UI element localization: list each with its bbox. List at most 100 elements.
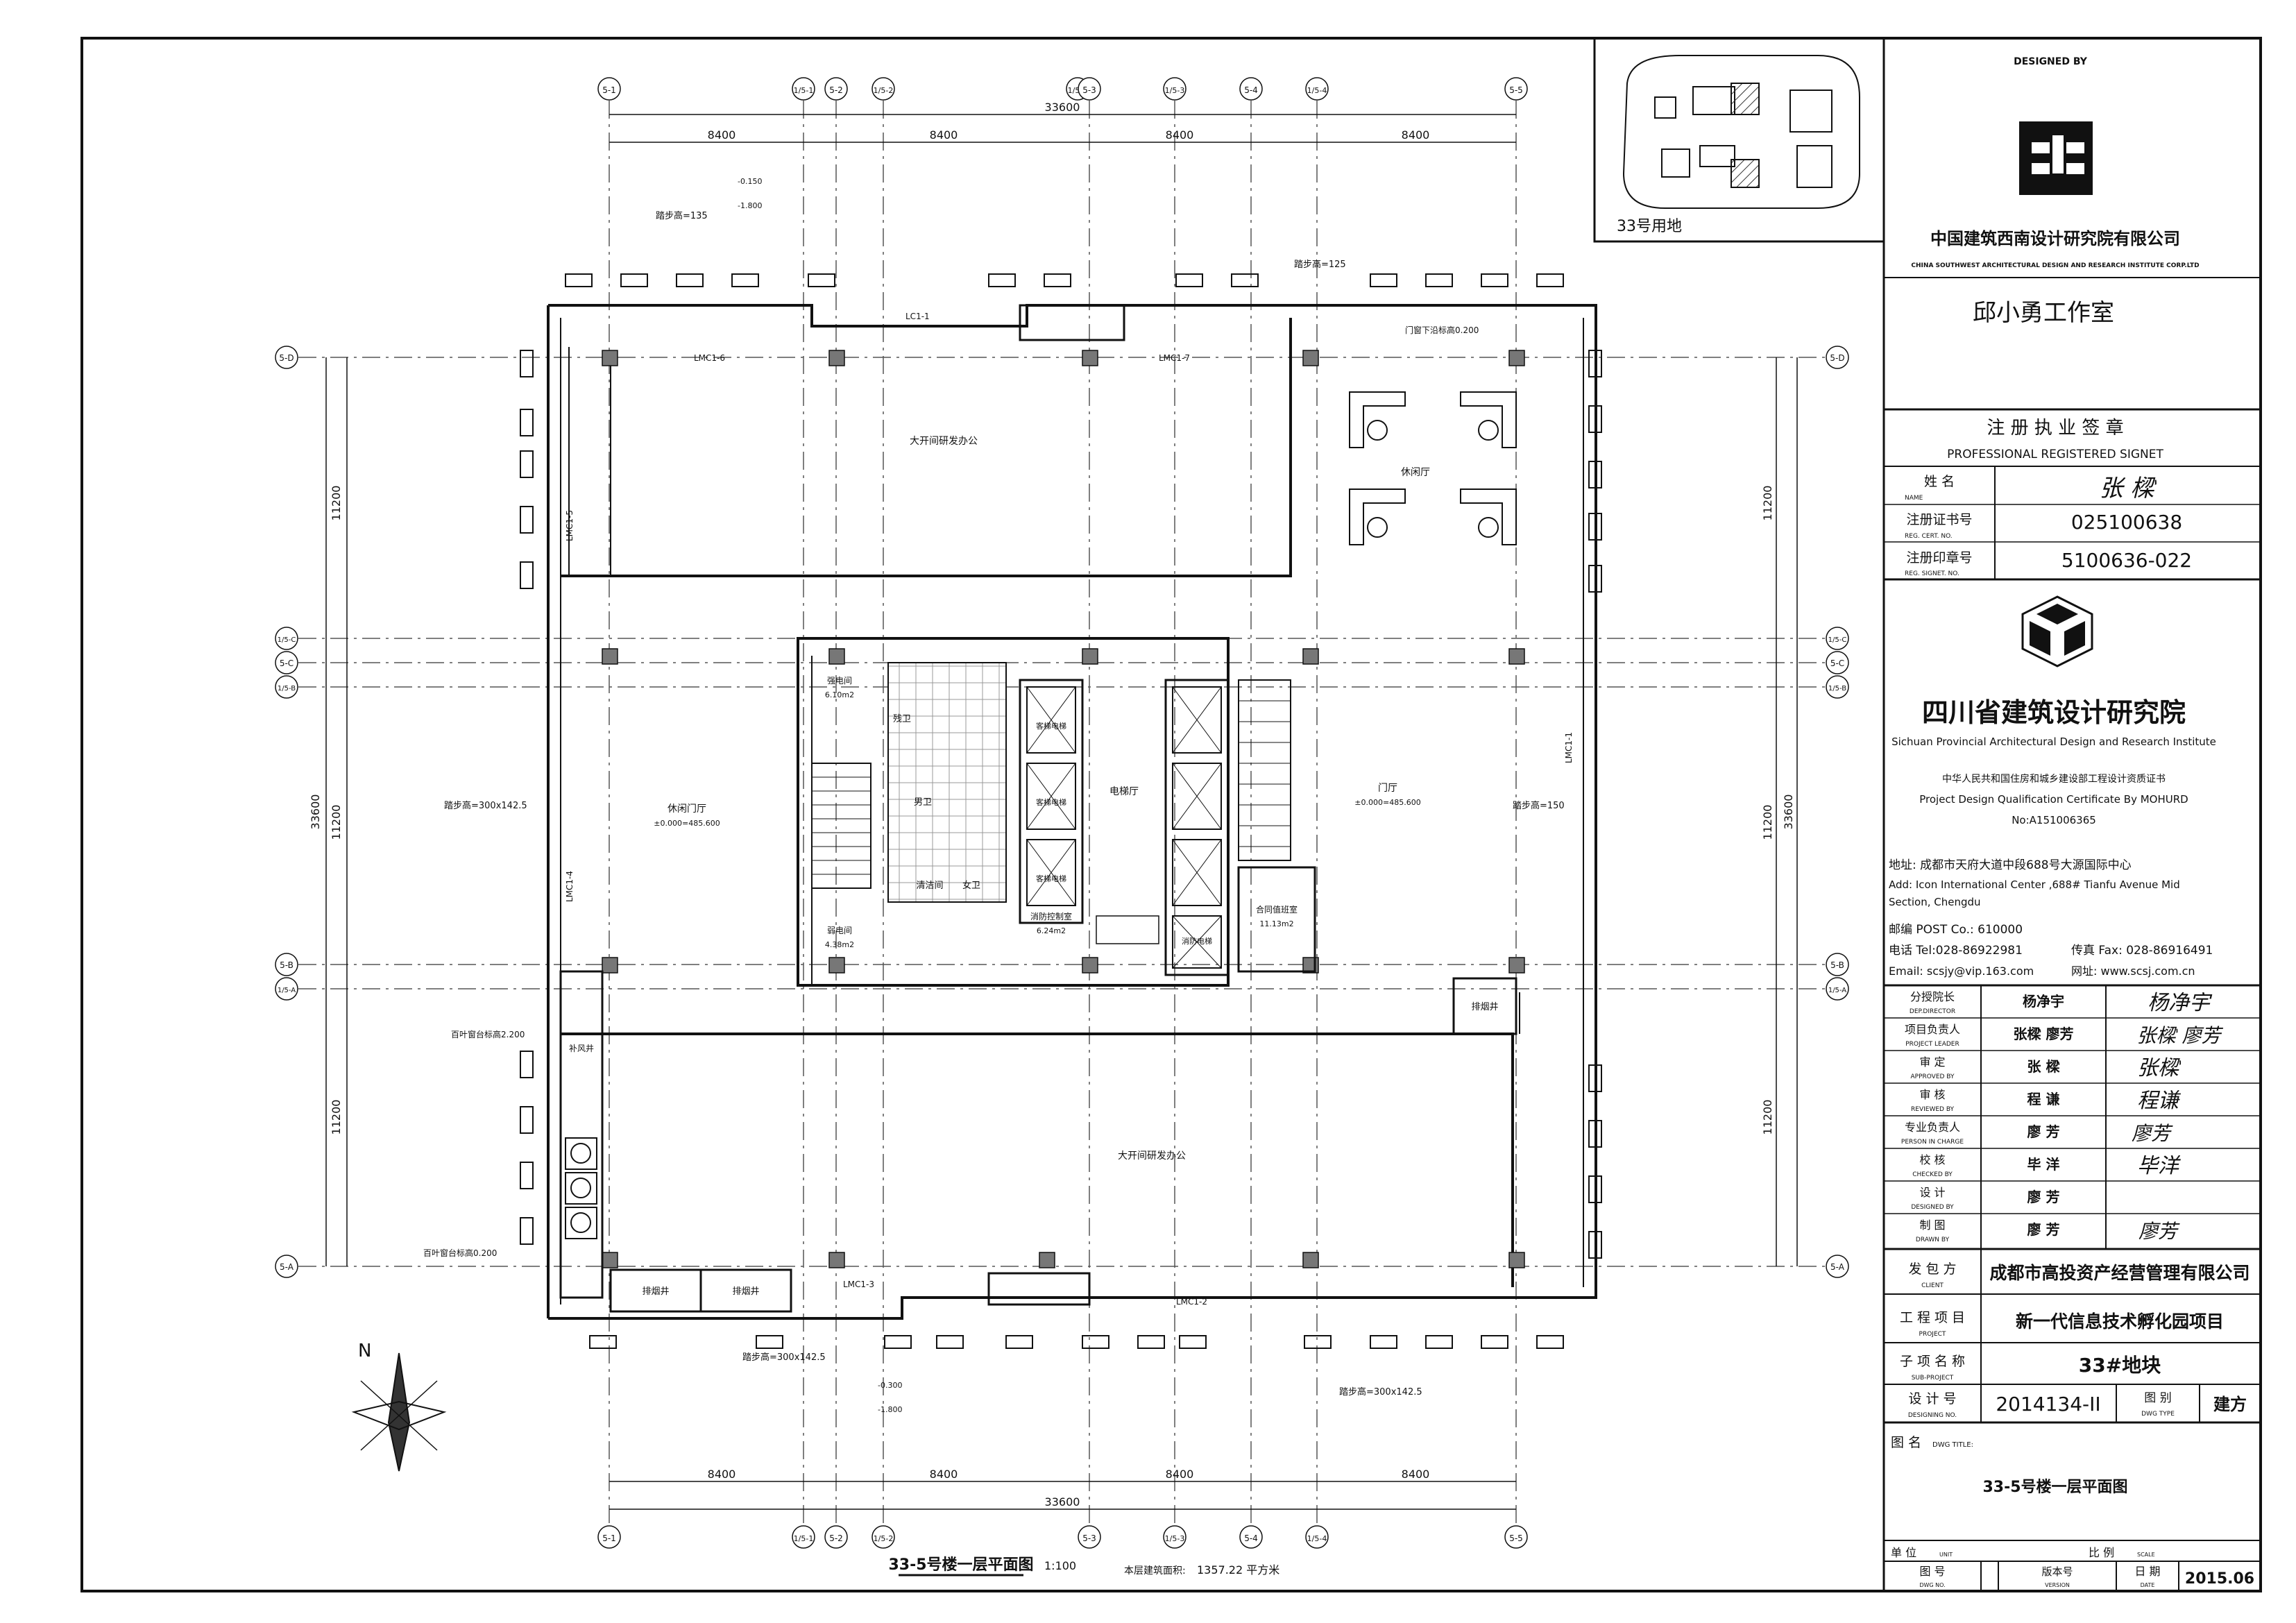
title-block: DESIGNED BY 中国建筑西南设计研究院有限公司 CHINA SOUTHW… bbox=[1884, 56, 2261, 1591]
room-cleaning: 清洁间 bbox=[916, 881, 943, 891]
dimensions-bottom: 8400 8400 8400 8400 33600 bbox=[609, 1468, 1516, 1510]
staff-role-en: DRAWN BY bbox=[1916, 1237, 1950, 1243]
subproject-label-en: SUB-PROJECT bbox=[1912, 1375, 1954, 1382]
grid-tag: 1/5-B bbox=[1828, 685, 1846, 692]
staff-name: 廖 芳 bbox=[2027, 1123, 2060, 1140]
level-tag: -0.300 bbox=[878, 1381, 902, 1390]
seal-label-en: REG. SIGNET. NO. bbox=[1905, 570, 1959, 577]
dim-side-overall: 33600 bbox=[1782, 794, 1795, 830]
reception-desk bbox=[1096, 915, 1159, 944]
room-lift: 客梯电梯 bbox=[1036, 797, 1066, 807]
note: 百叶窗台标高0.200 bbox=[423, 1248, 497, 1258]
dim-bay: 8400 bbox=[708, 128, 736, 142]
dwg-type-label-en: DWG TYPE bbox=[2141, 1411, 2175, 1418]
step-tag: 踏步高=125 bbox=[1294, 259, 1346, 270]
grid-tag: 5-B bbox=[280, 960, 294, 970]
plan-title: 33-5号楼一层平面图 1:100 本层建筑面积: 1357.22 平方米 bbox=[888, 1556, 1279, 1577]
grid-tag: 5-5 bbox=[1509, 1533, 1523, 1543]
window-tag: LC1-1 bbox=[905, 312, 930, 321]
staff-signature: 张樑 廖芳 bbox=[2137, 1024, 2224, 1047]
plan-title-text: 33-5号楼一层平面图 bbox=[888, 1556, 1033, 1574]
grid-tag: 1/5-4 bbox=[1307, 86, 1327, 95]
staff-table: 分授院长 DEP.DIRECTOR 杨净宇 杨净宇 项目负责人 PROJECT … bbox=[1884, 985, 2261, 1250]
firm-name-cn: 中国建筑西南设计研究院有限公司 bbox=[1930, 229, 2180, 248]
room-reception: 合同值班室 bbox=[1256, 904, 1298, 915]
unit-label-en: UNIT bbox=[1939, 1552, 1953, 1558]
signet-title-en: PROFESSIONAL REGISTERED SIGNET bbox=[1947, 448, 2163, 461]
dim-side-bay: 11200 bbox=[1761, 805, 1774, 840]
version-label-en: VERSION bbox=[2045, 1582, 2070, 1588]
grid-tag: 5-A bbox=[280, 1262, 294, 1272]
area-tag: 6.24m2 bbox=[1037, 926, 1066, 935]
grid-tag: 1/5-2 bbox=[874, 86, 894, 95]
stair-east bbox=[1238, 679, 1291, 861]
door-tag: LMC1-2 bbox=[1176, 1297, 1207, 1307]
staff-name: 廖 芳 bbox=[2027, 1221, 2060, 1238]
stair-west bbox=[811, 763, 871, 889]
dim-overall-top: 33600 bbox=[1045, 101, 1080, 114]
area-label: 本层建筑面积: bbox=[1124, 1565, 1186, 1577]
door-tag: LMC1-4 bbox=[565, 871, 575, 902]
staff-role: 项目负责人 bbox=[1905, 1023, 1960, 1036]
signet-title-cn: 注 册 执 业 签 章 bbox=[1987, 418, 2123, 439]
grid-tag: 5-D bbox=[279, 353, 294, 363]
door-tag: LMC1-5 bbox=[565, 510, 575, 541]
client-label-en: CLIENT bbox=[1921, 1282, 1944, 1289]
staff-signature: 程谦 bbox=[2137, 1089, 2182, 1113]
grid-tag: 5-5 bbox=[1509, 85, 1523, 95]
staff-role: 审 定 bbox=[1919, 1055, 1945, 1069]
note: 百叶窗台标高2.200 bbox=[451, 1029, 525, 1039]
address-en-2: Section, Chengdu bbox=[1889, 896, 1981, 908]
key-plan-caption: 33号用地 bbox=[1617, 218, 1682, 235]
grid-tag: 1/5-3 bbox=[1165, 86, 1185, 95]
room-open-office-south: 大开间研发办公 bbox=[1118, 1150, 1186, 1162]
title-block-border bbox=[1882, 37, 2262, 1592]
level-tag: -1.800 bbox=[738, 201, 762, 210]
dwg-title-label: 图 名 bbox=[1891, 1435, 1921, 1450]
dim-bay: 8400 bbox=[930, 1468, 958, 1481]
area-tag: 6.10m2 bbox=[825, 690, 854, 699]
staff-signature: 廖芳 bbox=[2138, 1220, 2180, 1243]
dimensions-top: 33600 8400 8400 8400 8400 bbox=[609, 101, 1516, 143]
signature-name: 张 樑 bbox=[2100, 475, 2157, 502]
staff-name: 杨净宇 bbox=[2023, 993, 2064, 1010]
elevation-tag: ±0.000=485.600 bbox=[1354, 798, 1420, 807]
scale-label-en: SCALE bbox=[2137, 1552, 2155, 1558]
room-air-supply: 补风井 bbox=[569, 1044, 594, 1053]
door-tag: LMC1-1 bbox=[1564, 732, 1574, 763]
room-weak: 弱电间 bbox=[827, 926, 852, 935]
name-label: 姓 名 bbox=[1924, 474, 1955, 489]
lounge-furniture bbox=[1349, 391, 1517, 545]
room-fire-control: 消防控制室 bbox=[1030, 911, 1072, 921]
scale-label: 比 例 bbox=[2089, 1546, 2114, 1559]
staff-name: 毕 洋 bbox=[2027, 1156, 2060, 1173]
grid-tag: 1/5-A bbox=[1828, 987, 1846, 994]
subproject-label: 子 项 名 称 bbox=[1900, 1354, 1965, 1369]
grid-tag: 1/5-A bbox=[278, 987, 296, 994]
project-label-en: PROJECT bbox=[1919, 1331, 1946, 1338]
address-en-1: Add: Icon International Center ,688# Tia… bbox=[1889, 878, 2180, 891]
room-exhaust: 排烟井 bbox=[1471, 1002, 1498, 1012]
dwg-type: 建方 bbox=[2213, 1395, 2247, 1414]
level-tag: -0.150 bbox=[738, 177, 762, 186]
room-accessible: 残卫 bbox=[893, 714, 911, 724]
grid-tag: 5-2 bbox=[829, 1533, 843, 1543]
project-name: 新一代信息技术孵化园项目 bbox=[2016, 1311, 2224, 1332]
firm-logo bbox=[2019, 121, 2093, 195]
firm-name-en: CHINA SOUTHWEST ARCHITECTURAL DESIGN AND… bbox=[1911, 262, 2199, 269]
grid-tag: 5-C bbox=[1830, 658, 1844, 668]
door-tag: LMC1-3 bbox=[843, 1280, 874, 1289]
fax: 传真 Fax: 028-86916491 bbox=[2071, 944, 2213, 958]
facade-fins bbox=[520, 273, 1602, 1349]
west-shafts bbox=[559, 304, 1517, 1313]
staff-signature: 毕洋 bbox=[2137, 1154, 2181, 1178]
dwg-title: 33-5号楼一层平面图 bbox=[1982, 1479, 2127, 1496]
room-elevator-hall: 电梯厅 bbox=[1109, 786, 1139, 797]
dimensions-sides: 11200 11200 11200 33600 11200 11200 1120… bbox=[309, 357, 1798, 1266]
step-tag: 踏步高=150 bbox=[1513, 800, 1565, 811]
room-lift: 客梯电梯 bbox=[1036, 874, 1066, 883]
dwg-no-label-en: DWG NO. bbox=[1919, 1582, 1945, 1588]
area-tag: 4.38m2 bbox=[825, 940, 854, 949]
door-tag: LMC1-7 bbox=[1159, 353, 1190, 363]
